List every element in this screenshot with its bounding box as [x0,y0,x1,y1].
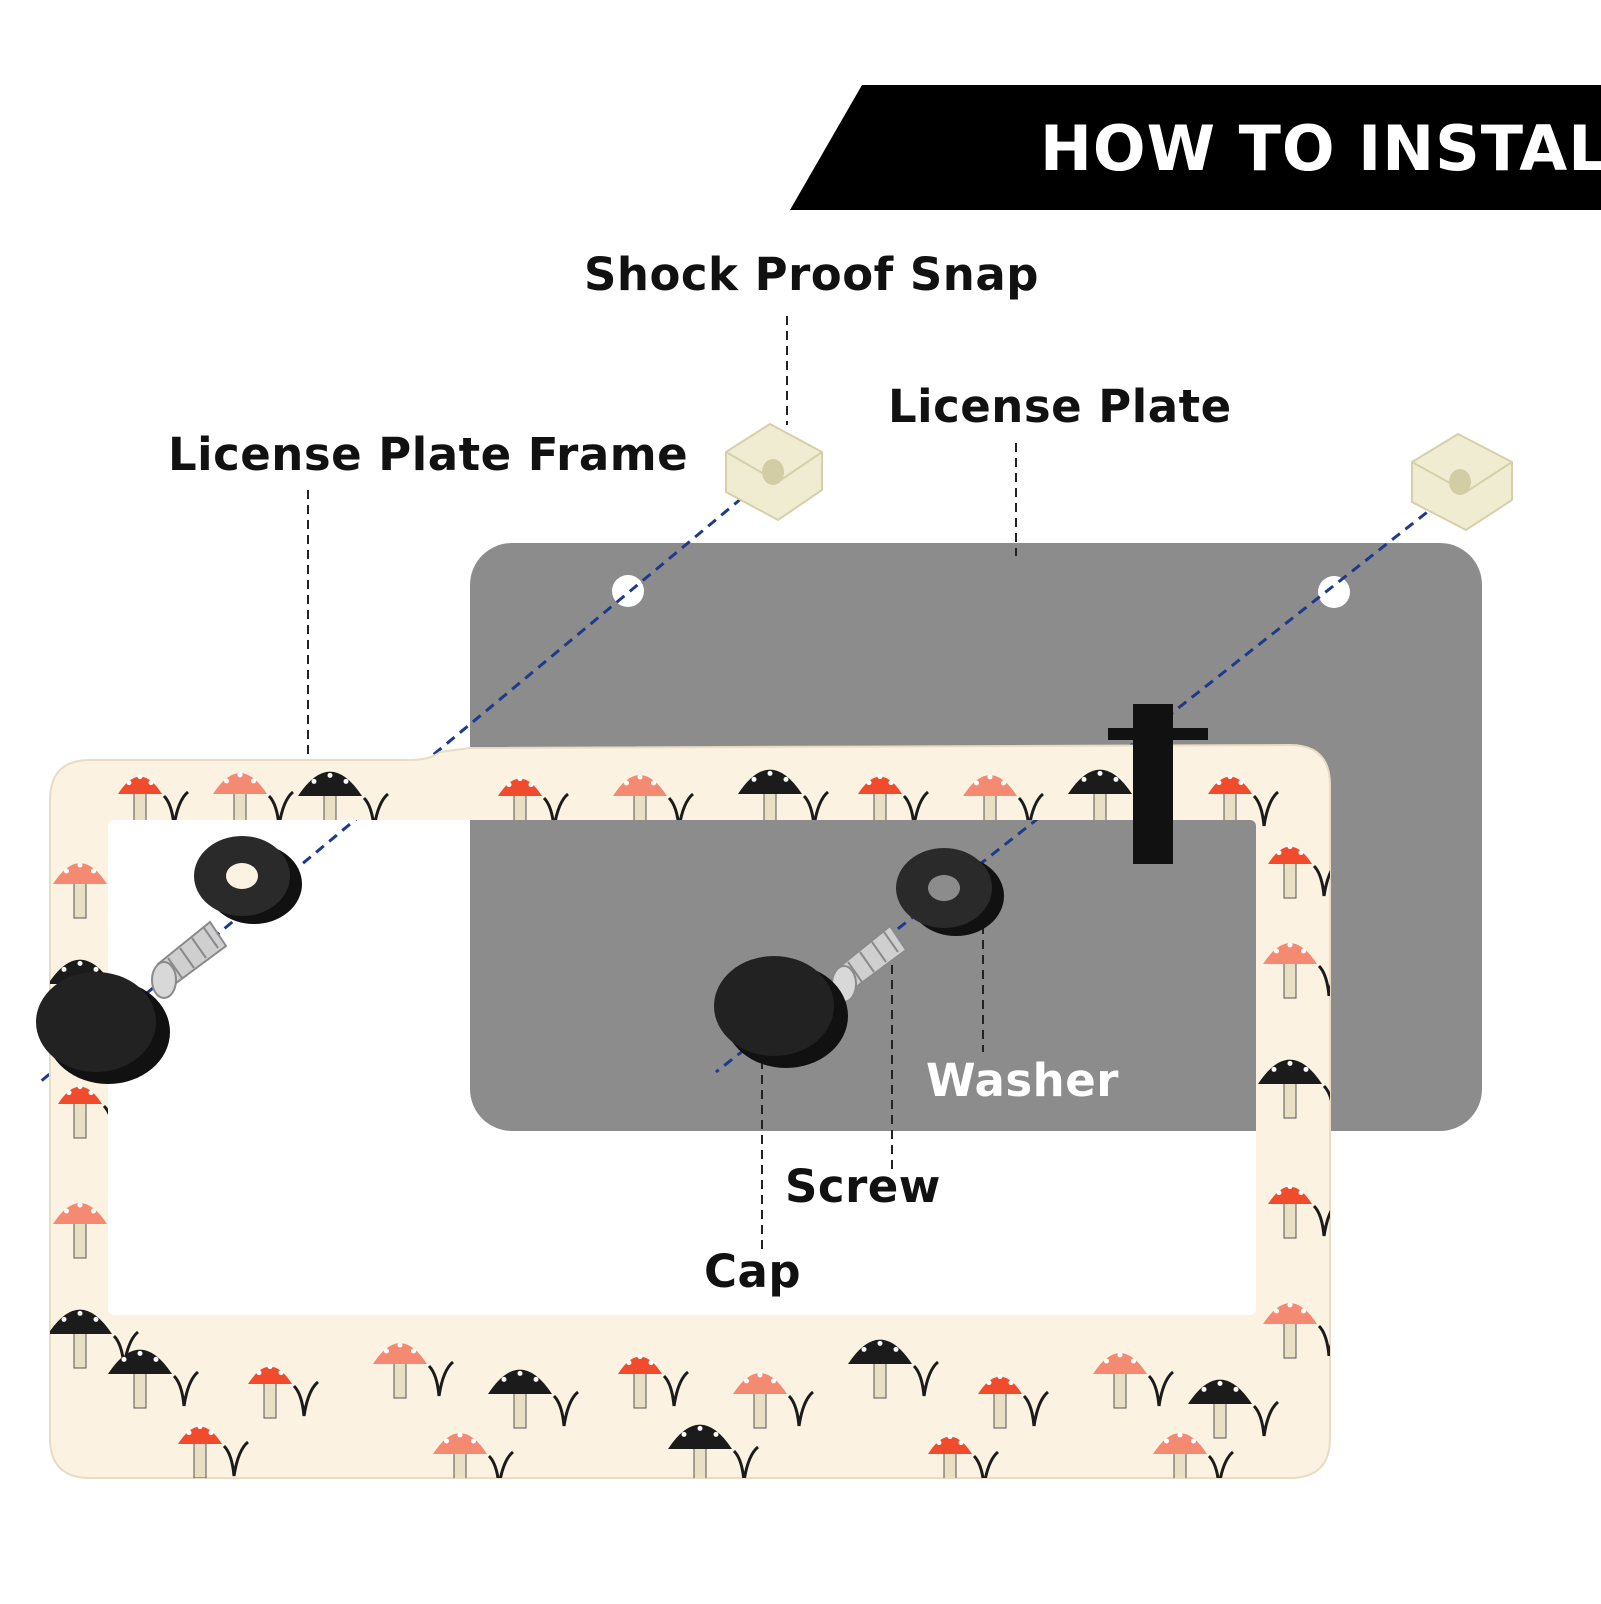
washer-left [194,836,302,924]
washer-right [896,848,1004,936]
screw-left [151,920,228,999]
mushroom-decoration [373,1342,455,1399]
mushroom-pattern [50,769,1330,1478]
mushroom-decoration [53,862,135,919]
mushroom-decoration [1263,942,1330,999]
install-banner [790,85,1601,210]
mushroom-decoration [1153,1432,1235,1478]
cap-right [714,956,848,1068]
mushroom-decoration [108,1349,200,1409]
mushroom-decoration [53,1202,135,1259]
plate-hole-right [1318,576,1350,608]
mushroom-decoration [738,769,830,829]
shock-proof-snap-right [1411,432,1513,532]
label-cap: Cap [704,1245,802,1298]
label-shock-proof-snap: Shock Proof Snap [584,248,1039,301]
label-license-plate-frame: License Plate Frame [168,428,689,481]
license-plate-frame [49,743,1331,1479]
shock-proof-snap-left [725,422,823,522]
mushroom-decoration [963,774,1045,831]
mushroom-decoration [488,1369,580,1429]
mushroom-decoration [248,1364,320,1419]
mushroom-decoration [1188,1379,1280,1439]
mushroom-decoration [498,776,570,831]
mushroom-decoration [928,1434,1000,1478]
mushroom-decoration [978,1374,1050,1429]
mushroom-decoration [618,1354,690,1409]
mushroom-decoration [668,1424,760,1478]
mushroom-decoration [848,1339,940,1399]
mushroom-decoration [433,1432,515,1478]
mushroom-decoration [58,1084,130,1139]
label-license-plate: License Plate [888,380,1232,433]
banner-title: HOW TO INSTALL [1040,112,1601,185]
mushroom-decoration [118,774,190,829]
mushroom-decoration [613,774,695,831]
mushroom-decoration [733,1372,815,1429]
mushroom-decoration [213,772,295,829]
mushroom-decoration [1263,1302,1330,1359]
mushroom-decoration [1093,1352,1175,1409]
mushroom-decoration [1208,774,1280,829]
cap-left [36,972,170,1084]
mushroom-decoration [178,1424,250,1478]
mushroom-decoration [1268,844,1330,899]
mushroom-decoration [1258,1059,1330,1119]
mushroom-decoration [1268,1184,1330,1239]
label-screw: Screw [785,1160,941,1213]
mushroom-decoration [858,774,930,829]
label-washer: Washer [926,1054,1119,1107]
mushroom-decoration [298,771,390,831]
